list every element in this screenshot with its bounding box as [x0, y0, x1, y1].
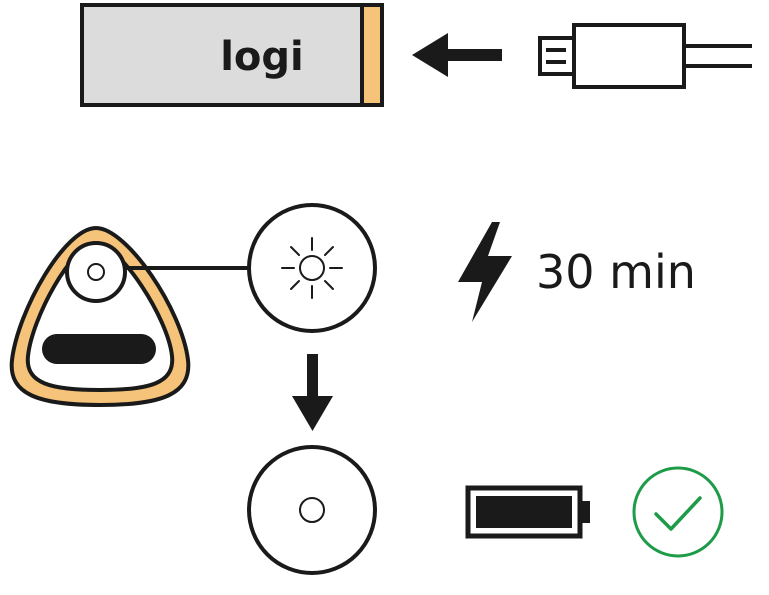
device-port-strip [362, 7, 380, 103]
lightning-bolt-icon [458, 222, 512, 322]
mouse-device-icon [9, 225, 191, 408]
mouse-slot [42, 334, 156, 364]
led-steady-icon [247, 445, 377, 575]
charging-duration: 30 min [536, 245, 696, 299]
check-circle-icon [632, 466, 724, 558]
device-body [80, 3, 384, 107]
arrow-down-icon [292, 354, 333, 431]
charging-device: logi [80, 3, 384, 107]
usb-cable-icon [538, 23, 752, 89]
arrow-left-icon [412, 33, 502, 77]
mouse-status-led-dot [87, 263, 105, 281]
battery-full-icon [465, 485, 590, 539]
mouse-status-led [65, 241, 127, 303]
device-logo: logi [220, 34, 304, 80]
led-blinking-icon [247, 203, 377, 333]
